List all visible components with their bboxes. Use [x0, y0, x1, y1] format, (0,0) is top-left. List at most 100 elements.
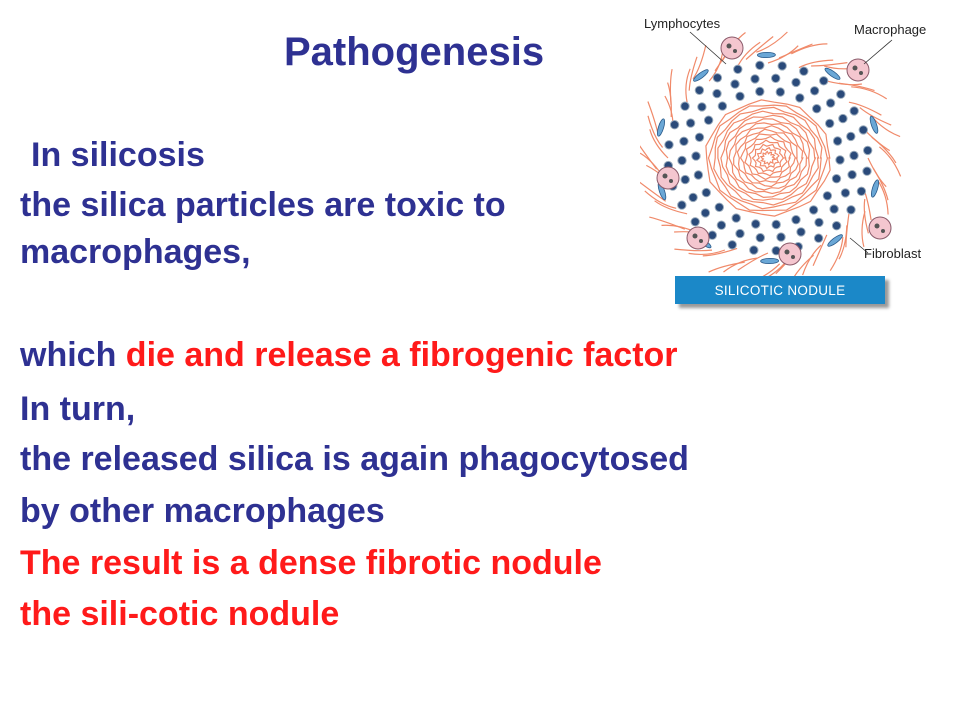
fibrous-ring	[755, 146, 780, 170]
label-macrophage: Macrophage	[854, 22, 927, 37]
lymphocyte	[812, 104, 822, 114]
lymphocyte	[795, 93, 805, 103]
lymphocyte	[751, 219, 761, 229]
lymphocyte	[832, 136, 843, 146]
lymphocyte	[776, 232, 786, 242]
outer-fiber	[756, 31, 788, 53]
lymphocyte	[814, 217, 824, 228]
macrophage-particle	[874, 223, 880, 229]
lymphocyte	[677, 200, 687, 210]
label-fibroblast: Fibroblast	[864, 246, 922, 261]
outer-fiber	[802, 244, 822, 276]
lymphocyte	[771, 219, 781, 230]
lymphocyte	[775, 87, 786, 97]
macrophage	[868, 216, 892, 240]
slide-title: Pathogenesis	[284, 30, 545, 74]
lymphocyte	[735, 91, 745, 102]
outer-fiber	[745, 36, 774, 60]
lymphocyte	[691, 151, 701, 161]
lymphocyte	[735, 228, 745, 239]
lymphocyte	[664, 140, 674, 150]
outer-fiber	[644, 190, 677, 209]
outer-fiber	[811, 62, 848, 67]
lymphocyte	[796, 227, 806, 237]
macrophage-particle	[669, 179, 673, 183]
lymphocyte	[777, 61, 787, 71]
fibrous-ring	[744, 135, 792, 181]
lymphocyte	[771, 73, 781, 84]
outer-fiber	[859, 107, 892, 126]
lymphocyte	[856, 186, 867, 197]
text-line-4: which die and release a fibrogenic facto…	[20, 334, 678, 376]
lymphocyte	[846, 205, 856, 215]
macrophage-leader	[863, 39, 893, 65]
text-line-7: by other macrophages	[20, 492, 385, 530]
outer-fiber	[654, 200, 688, 215]
lymphocyte	[750, 74, 760, 84]
lymphocyte	[819, 76, 829, 86]
lymphocyte	[849, 106, 859, 116]
text-line-5: In turn,	[20, 390, 136, 428]
text-line-9: the sili-cotic nodule	[20, 595, 340, 633]
macrophage	[720, 36, 744, 60]
lymphocyte	[838, 113, 848, 124]
macrophage-particle	[881, 229, 885, 233]
lymphocyte	[836, 89, 846, 99]
macrophage-particle	[784, 249, 790, 255]
lymphocyte	[791, 77, 801, 88]
outer-fiber	[649, 129, 669, 159]
lymphocyte	[685, 118, 696, 128]
lymphocyte	[863, 145, 873, 156]
lymphocyte	[822, 191, 833, 201]
lymphocyte	[755, 86, 765, 97]
lymphocyte	[714, 202, 725, 213]
lymphocyte	[700, 208, 711, 218]
lymphocyte	[733, 64, 743, 74]
text-line-4-highlight: die and release a fibrogenic factor	[125, 336, 678, 374]
outer-fiber	[688, 56, 698, 91]
outer-fiber	[812, 234, 828, 266]
lymphocyte	[791, 215, 801, 225]
lymphocyte	[688, 192, 698, 203]
lymphocyte	[716, 220, 727, 230]
lymphocyte	[858, 125, 869, 135]
outer-fiber	[737, 252, 769, 271]
lymphocyte	[680, 174, 690, 185]
lymphocyte	[679, 136, 689, 147]
caption-bar: SILICOTIC NODULE	[675, 276, 885, 304]
macrophage-particle	[662, 173, 668, 179]
fibroblast	[827, 234, 843, 247]
lymphocyte	[693, 170, 704, 180]
fibrous-ring	[759, 150, 777, 167]
text-line-4-normal: which	[20, 336, 126, 374]
fibroblast	[693, 69, 709, 82]
macrophage-particle	[852, 65, 858, 71]
fibrous-ring	[720, 114, 817, 201]
label-lymphocytes: Lymphocytes	[644, 16, 721, 31]
lymphocyte	[847, 170, 857, 180]
macrophage	[778, 242, 802, 266]
fibrous-ring	[733, 125, 804, 191]
fibrous-ring	[717, 110, 820, 206]
outer-fiber	[708, 261, 745, 273]
outer-fiber	[848, 101, 882, 116]
lymphocyte	[849, 150, 859, 161]
fibrous-ring	[739, 133, 797, 183]
fibroblast	[824, 67, 841, 80]
lymphocyte	[755, 60, 765, 70]
outer-fiber	[861, 211, 866, 248]
text-line-3: macrophages,	[20, 233, 251, 271]
fibroblast	[870, 179, 880, 198]
outer-fiber	[649, 216, 686, 230]
silicotic-nodule-illustration	[640, 31, 902, 285]
text-line-2: the silica particles are toxic to	[20, 186, 506, 224]
text-line-6: the released silica is again phagocytose…	[20, 440, 689, 478]
fibrous-ring	[707, 104, 829, 212]
lymphocyte	[755, 233, 766, 243]
lymphocyte	[717, 101, 728, 111]
fibroblast	[757, 51, 776, 59]
lymphocyte	[825, 118, 835, 129]
macrophage	[686, 226, 710, 250]
outer-fiber	[685, 68, 691, 103]
